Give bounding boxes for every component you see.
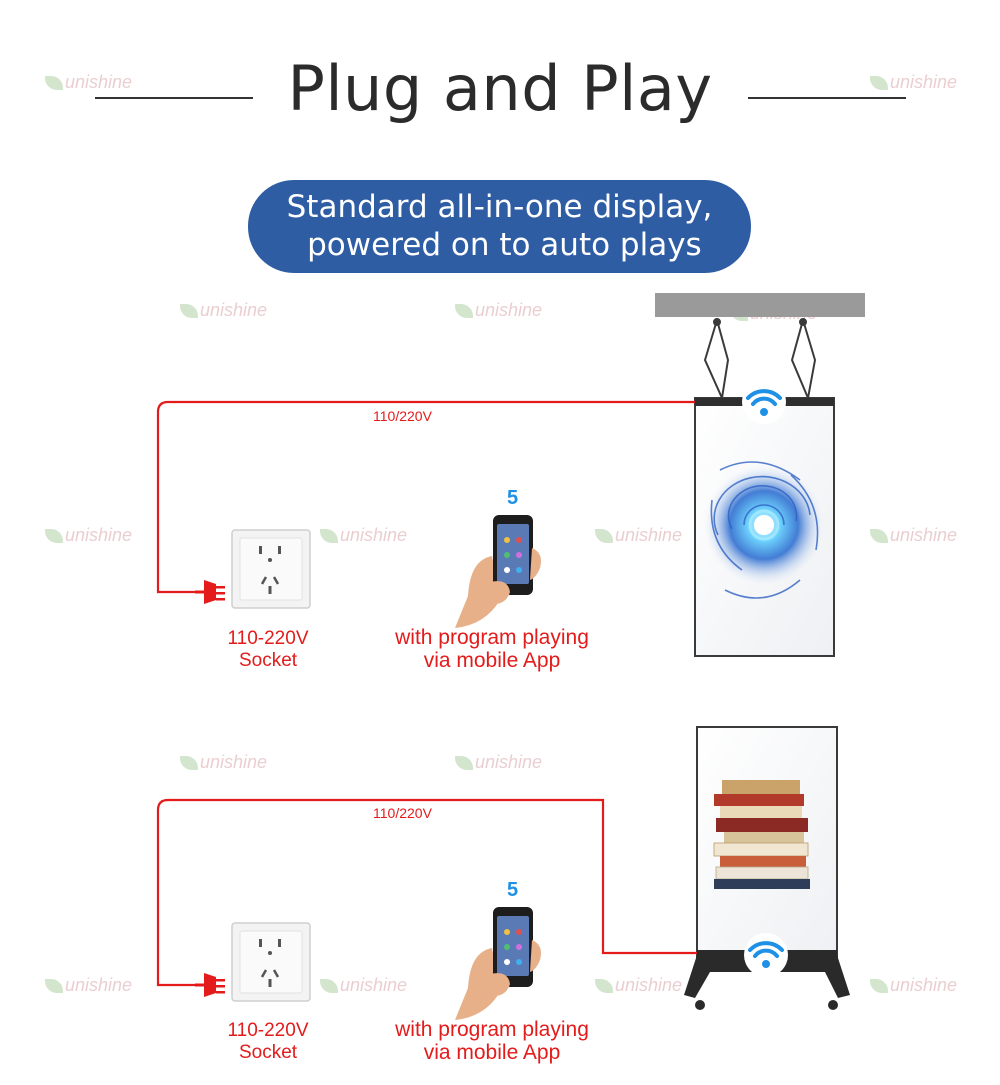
- power-cable: [156, 400, 695, 594]
- watermark-logo: unishine: [320, 975, 407, 996]
- phone-signal-icon: 5: [507, 879, 519, 901]
- watermark-logo: unishine: [595, 525, 682, 546]
- watermark-logo: unishine: [870, 72, 957, 93]
- watermark-logo: unishine: [455, 752, 542, 773]
- phone-signal-icon: 5: [507, 487, 519, 509]
- ceiling-mount: [655, 293, 865, 317]
- banner-pill: Standard all-in-one display, powered on …: [248, 180, 751, 273]
- title-rule-right: [748, 97, 906, 99]
- books-graphic: [713, 780, 810, 889]
- plug-icon: [195, 580, 225, 604]
- socket-label: 110-220V Socket: [227, 1020, 309, 1063]
- phone-icon: [455, 515, 541, 628]
- watermark-logo: unishine: [180, 300, 267, 321]
- wifi-icon: [744, 933, 788, 977]
- voltage-label: 110/220V: [373, 408, 432, 424]
- power-cable: [156, 798, 697, 987]
- watermark-logo: unishine: [870, 975, 957, 996]
- watermark-logo: unishine: [45, 72, 132, 93]
- banner-line-2: powered on to auto plays: [297, 227, 702, 263]
- hanging-cables: [703, 318, 817, 399]
- watermark-logo: unishine: [45, 975, 132, 996]
- socket-label: 110-220V Socket: [227, 628, 309, 671]
- swirl-graphic: [702, 461, 826, 599]
- watermark-logo: unishine: [45, 525, 132, 546]
- socket-icon: [231, 529, 311, 609]
- title-rule-left: [95, 97, 253, 99]
- watermark-logo: unishine: [870, 525, 957, 546]
- app-label: with program playing via mobile App: [395, 1018, 589, 1064]
- banner-line-1: Standard all-in-one display,: [286, 189, 713, 225]
- app-label: with program playing via mobile App: [395, 626, 589, 672]
- watermark-logo: unishine: [180, 752, 267, 773]
- page-title: Plug and Play: [287, 52, 713, 125]
- voltage-label: 110/220V: [373, 805, 432, 821]
- phone-icon: [455, 907, 541, 1020]
- watermark-logo: unishine: [320, 525, 407, 546]
- socket-icon: [231, 922, 311, 1002]
- watermark-logo: unishine: [455, 300, 542, 321]
- watermark-logo: unishine: [595, 975, 682, 996]
- plug-icon: [195, 973, 225, 997]
- wifi-icon: [742, 380, 786, 424]
